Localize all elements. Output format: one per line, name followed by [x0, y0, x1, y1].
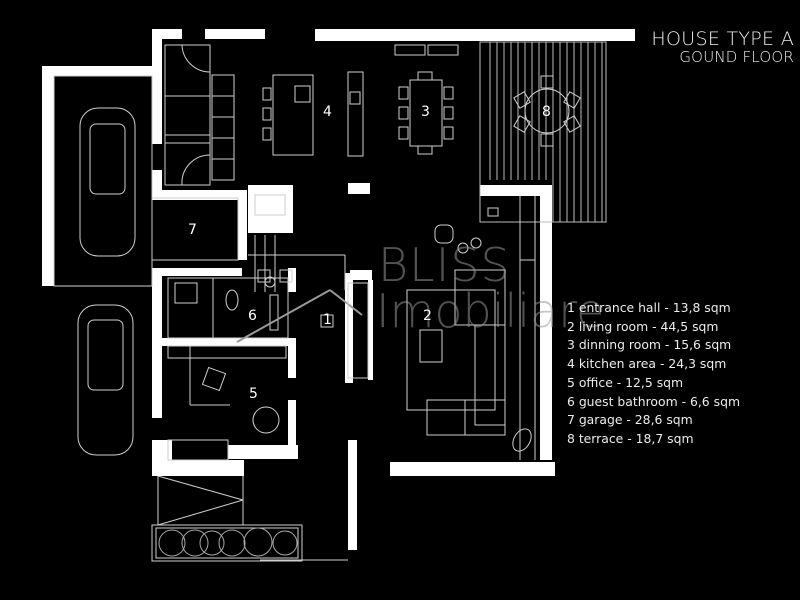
house-type-title: HOUSE TYPE A — [651, 28, 794, 50]
legend-item: 3 dinning room - 15,6 sqm — [567, 337, 732, 353]
floor-subtitle: GOUND FLOOR — [679, 47, 794, 66]
furniture-lines — [53, 41, 607, 562]
legend-item: 6 guest bathroom - 6,6 sqm — [567, 393, 741, 409]
plan-title: HOUSE TYPE A GOUND FLOOR — [651, 28, 794, 66]
room-label-4: 4 — [323, 104, 332, 120]
legend-item: 4 kitchen area - 24,3 sqm — [567, 356, 727, 372]
room-legend: 1 entrance hall - 13,8 sqm 2 living room… — [567, 299, 740, 449]
legend-item: 8 terrace - 18,7 sqm — [567, 430, 694, 446]
room-label-7: 7 — [188, 222, 197, 238]
room-label-8: 8 — [542, 104, 551, 120]
room-label-1: 1 — [323, 312, 332, 328]
room-label-2: 2 — [423, 308, 432, 324]
planter-shrubs — [158, 527, 298, 557]
room-label-6: 6 — [248, 308, 257, 324]
legend-item: 7 garage - 28,6 sqm — [567, 412, 693, 428]
room-label-3: 3 — [421, 104, 430, 120]
room-label-5: 5 — [249, 386, 258, 402]
legend-item: 2 living room - 44,5 sqm — [567, 318, 719, 334]
legend-item: 1 entrance hall - 13,8 sqm — [567, 300, 731, 315]
legend-item: 5 office - 12,5 sqm — [567, 374, 684, 390]
